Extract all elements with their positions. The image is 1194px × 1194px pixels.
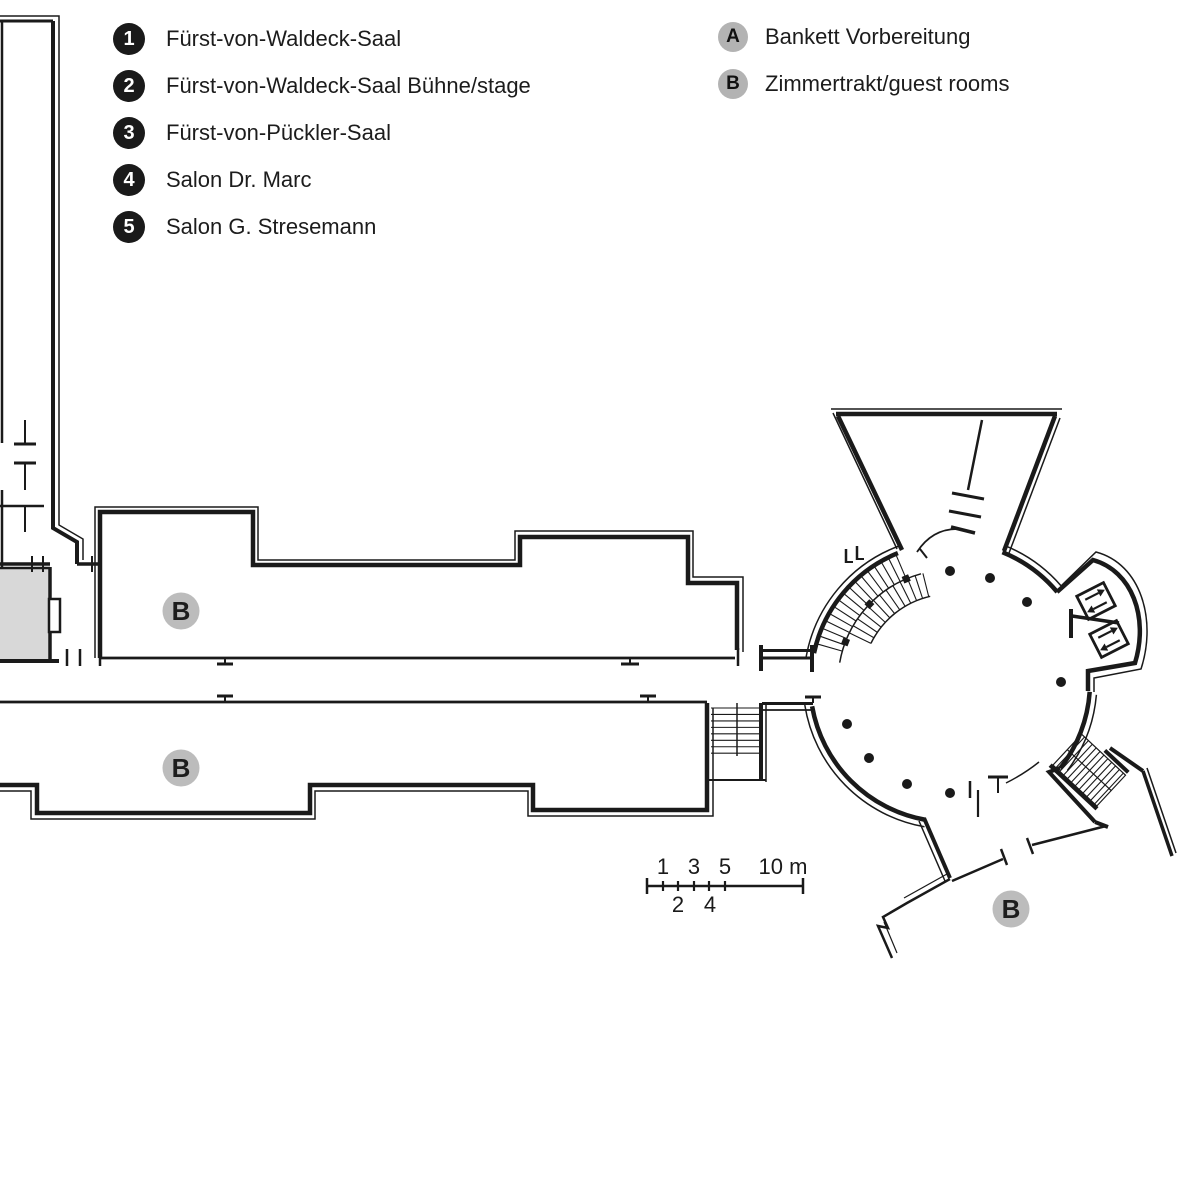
stairs-curved	[816, 546, 931, 663]
legend-label: Bankett Vorbereitung	[765, 24, 971, 49]
number-badge: 5	[113, 211, 145, 243]
legend-item-A: A Bankett Vorbereitung	[718, 22, 1010, 52]
letter-badge: A	[718, 22, 748, 52]
plan-marker-B-rotunda-wing: B	[992, 890, 1030, 928]
number-badge: 3	[113, 117, 145, 149]
plan-marker-B-upper-wing: B	[162, 592, 200, 630]
legend-label: Zimmertrakt/guest rooms	[765, 71, 1010, 96]
corridor-upper-link	[759, 645, 814, 672]
legend-label: Salon Dr. Marc	[166, 167, 312, 192]
wing-lower	[0, 694, 714, 820]
legend-label: Fürst-von-Pückler-Saal	[166, 120, 391, 145]
svg-text:10 m: 10 m	[759, 854, 808, 879]
scale-bar: 1 3 5 10 m 2 4	[645, 854, 808, 917]
svg-text:B: B	[1002, 894, 1021, 924]
svg-text:B: B	[172, 753, 191, 783]
svg-text:1: 1	[657, 854, 669, 879]
wing-trapezoid	[831, 408, 1062, 559]
legend-item-2: 2 Fürst-von-Waldeck-Saal Bühne/stage	[113, 70, 531, 102]
legend-item-B: B Zimmertrakt/guest rooms	[718, 69, 1010, 99]
legend-label: Fürst-von-Waldeck-Saal	[166, 26, 402, 51]
number-badge: 4	[113, 164, 145, 196]
legend-numbered: 1 Fürst-von-Waldeck-Saal 2 Fürst-von-Wal…	[113, 23, 531, 258]
stairs-diagonal	[1048, 733, 1130, 811]
rotunda	[804, 545, 1098, 828]
legend-item-1: 1 Fürst-von-Waldeck-Saal	[113, 23, 531, 55]
legend-item-3: 3 Fürst-von-Pückler-Saal	[113, 117, 531, 149]
wing-top-left-corridor	[0, 15, 101, 572]
svg-text:2: 2	[672, 892, 684, 917]
legend-lettered: A Bankett Vorbereitung B Zimmertrakt/gue…	[718, 22, 1010, 116]
letter-badge: B	[718, 69, 748, 99]
legend-label: Fürst-von-Waldeck-Saal Bühne/stage	[166, 73, 531, 98]
number-badge: 1	[113, 23, 145, 55]
corridor-lower-link	[762, 695, 821, 711]
number-badge: 2	[113, 70, 145, 102]
legend-label: Salon G. Stresemann	[166, 214, 377, 239]
wing-upper	[94, 506, 744, 666]
legend-item-4: 4 Salon Dr. Marc	[113, 164, 531, 196]
svg-text:4: 4	[704, 892, 716, 917]
elevator-icon	[1074, 580, 1118, 622]
svg-text:B: B	[172, 596, 191, 626]
elevator-icon	[1087, 618, 1131, 660]
stairwell-straight	[707, 703, 767, 782]
elevator-bay	[1055, 551, 1148, 692]
rotunda-columns	[840, 566, 1066, 798]
svg-text:3: 3	[688, 854, 700, 879]
gray-room	[0, 567, 51, 662]
svg-text:5: 5	[719, 854, 731, 879]
gray-room-walls	[0, 566, 102, 666]
wing-bottom-right	[875, 746, 1177, 959]
legend-item-5: 5 Salon G. Stresemann	[113, 211, 531, 243]
plan-marker-B-lower-wing: B	[162, 749, 200, 787]
